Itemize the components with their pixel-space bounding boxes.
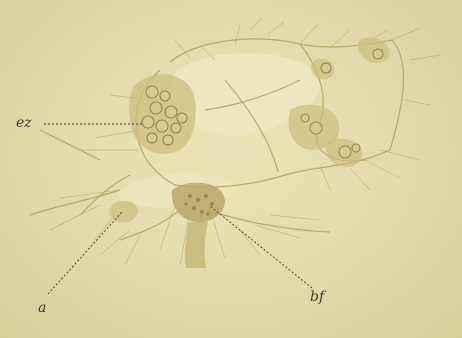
ez-label: ez [16, 116, 32, 130]
a-label: a [38, 301, 46, 315]
a-leader-line [48, 212, 122, 294]
ez-tissue-mass [129, 74, 195, 154]
bf-label: bf [310, 290, 324, 304]
bf-tissue-mass [172, 183, 225, 268]
bf-leader-line [210, 206, 312, 288]
a-tissue-mass [109, 201, 138, 223]
